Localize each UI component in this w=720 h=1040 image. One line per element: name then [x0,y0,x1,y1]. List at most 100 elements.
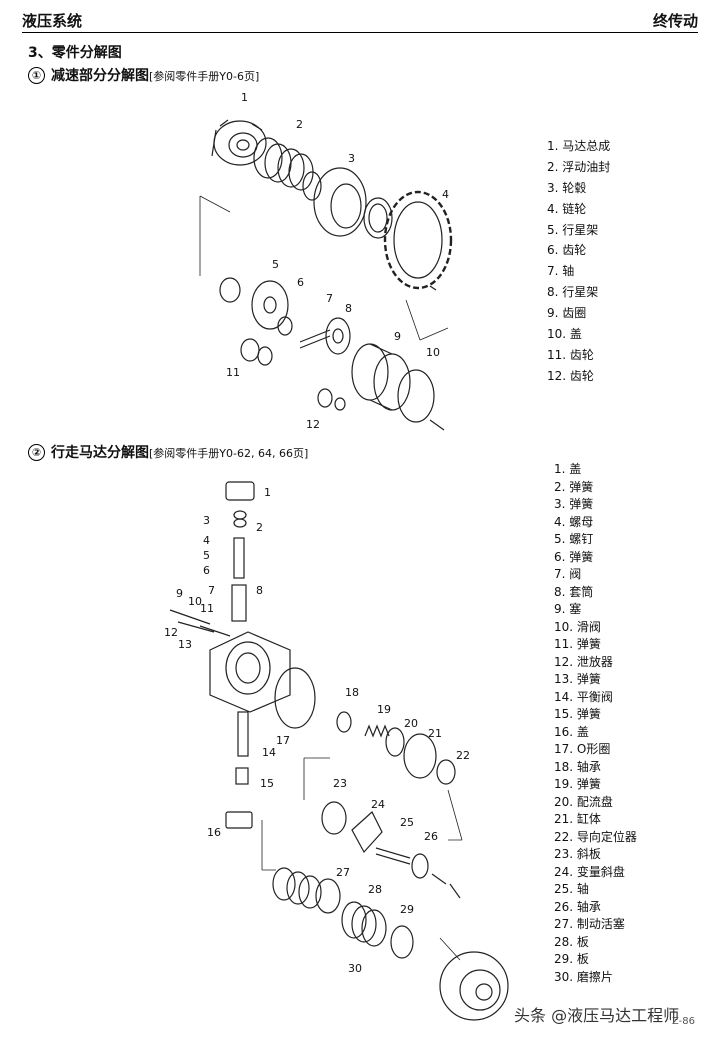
legend-motor-item: 29. 板 [554,952,589,966]
legend-motor-item: 27. 制动活塞 [554,917,625,931]
callout-1-4: 4 [442,188,449,201]
callout-2-20: 20 [404,717,418,730]
callout-2-13: 13 [178,638,192,651]
callout-2-21: 21 [428,727,442,740]
callout-1-3: 3 [348,152,355,165]
legend-motor-item: 5. 螺钉 [554,532,594,546]
legend-motor-item: 2. 弹簧 [554,479,594,494]
legend-reduction-item: 11. 齿轮 [547,347,594,362]
callout-1-2: 2 [296,118,303,131]
circled-number-2: ② [28,444,45,461]
callout-1-7: 7 [326,292,333,305]
legend-motor-item: 11. 弹簧 [554,637,601,651]
legend-motor-item: 7. 阀 [554,567,582,581]
legend-motor-item: 4. 螺母 [554,514,594,529]
subtitle-motor: ② 行走马达分解图[参阅零件手册Y0-62, 64, 66页] [28,442,308,462]
callout-2-28: 28 [368,883,382,896]
page-header: 液压系统 终传动 [22,6,698,33]
header-left: 液压系统 [22,12,83,30]
legend-motor-item: 21. 缸体 [554,812,601,826]
legend-motor-item: 28. 板 [554,934,589,949]
callout-2-18: 18 [345,686,359,699]
legend-reduction-item: 9. 齿圈 [547,306,587,321]
legend-motor-item: 10. 滑阀 [554,619,601,634]
subtitle-reduction: ① 减速部分分解图[参阅零件手册Y0-6页] [28,65,259,85]
callout-1-12: 12 [306,418,320,431]
legend-motor-item: 3. 弹簧 [554,497,594,511]
callout-2-25: 25 [400,816,414,829]
callout-2-24: 24 [371,798,385,811]
legend-reduction-item: 4. 链轮 [547,201,587,216]
callout-1-1: 1 [241,91,248,104]
legend-motor-item: 23. 斜板 [554,847,601,861]
legend-motor-item: 6. 弹簧 [554,549,594,564]
callout-2-17: 17 [276,734,290,747]
callout-1-9: 9 [394,330,401,343]
callout-1-6: 6 [297,276,304,289]
callout-2-19: 19 [377,703,391,716]
legend-motor-item: 24. 变量斜盘 [554,864,625,879]
legend-motor-item: 8. 套筒 [554,584,594,599]
callout-2-14: 14 [262,746,276,759]
legend-reduction-item: 5. 行星架 [547,222,599,237]
callout-2-11: 11 [200,602,214,615]
legend-reduction-item: 1. 马达总成 [547,139,611,153]
legend-reduction: 1. 马达总成 2. 浮动油封 3. 轮毂 4. 链轮 5. 行星架 6. 齿轮… [547,136,610,387]
legend-reduction-item: 2. 浮动油封 [547,159,611,174]
legend-motor: 1. 盖 2. 弹簧 3. 弹簧 4. 螺母 5. 螺钉 6. 弹簧 7. 阀 … [554,461,637,986]
section-title: 3、零件分解图 [28,45,122,61]
legend-reduction-item: 12. 齿轮 [547,368,594,383]
subtitle-reduction-text: 减速部分分解图 [51,68,149,84]
callout-2-15: 15 [260,777,274,790]
legend-motor-item: 9. 塞 [554,602,582,616]
legend-motor-item: 19. 弹簧 [554,777,601,791]
callout-2-6: 6 [203,564,210,577]
legend-motor-item: 20. 配流盘 [554,794,613,809]
legend-motor-item: 25. 轴 [554,882,589,896]
subtitle-motor-text: 行走马达分解图 [51,445,149,461]
legend-motor-item: 13. 弹簧 [554,672,601,686]
callout-2-8: 8 [256,584,263,597]
page-number: Z-86 [672,1016,696,1027]
watermark-text: 头条 @液压马达工程师 [514,1006,680,1025]
header-right: 终传动 [652,12,698,30]
callout-2-5: 5 [203,549,210,562]
callout-2-30: 30 [348,962,362,975]
callout-2-29: 29 [400,903,414,916]
legend-reduction-item: 8. 行星架 [547,285,599,300]
callout-2-23: 23 [333,777,347,790]
callout-2-16: 16 [207,826,221,839]
legend-motor-item: 17. O形圈 [554,742,611,756]
callout-2-9: 9 [176,587,183,600]
callout-2-1: 1 [264,486,271,499]
callout-2-2: 2 [256,521,263,534]
callout-2-12: 12 [164,626,178,639]
legend-motor-item: 22. 导向定位器 [554,829,637,844]
callout-2-4: 4 [203,534,210,547]
legend-reduction-item: 10. 盖 [547,327,582,342]
legend-motor-item: 15. 弹簧 [554,707,601,721]
legend-motor-item: 18. 轴承 [554,759,601,774]
callout-1-8: 8 [345,302,352,315]
subtitle-reduction-ref: [参阅零件手册Y0-6页] [149,70,260,83]
callout-2-10: 10 [188,595,202,608]
legend-motor-item: 30. 磨擦片 [554,969,613,984]
legend-motor-item: 14. 平衡阀 [554,689,613,704]
callout-2-26: 26 [424,830,438,843]
legend-reduction-item: 7. 轴 [547,264,575,279]
callout-1-5: 5 [272,258,279,271]
callout-1-10: 10 [426,346,440,359]
callout-2-3: 3 [203,514,210,527]
subtitle-motor-ref: [参阅零件手册Y0-62, 64, 66页] [149,447,309,460]
callout-1-11: 11 [226,366,240,379]
callout-2-22: 22 [456,749,470,762]
legend-motor-item: 26. 轴承 [554,899,601,914]
circled-number-1: ① [28,67,45,84]
legend-motor-item: 16. 盖 [554,724,589,739]
legend-reduction-item: 6. 齿轮 [547,243,587,258]
callout-2-7: 7 [208,584,215,597]
legend-motor-item: 1. 盖 [554,462,582,476]
legend-motor-item: 12. 泄放器 [554,654,613,669]
legend-reduction-item: 3. 轮毂 [547,180,587,195]
